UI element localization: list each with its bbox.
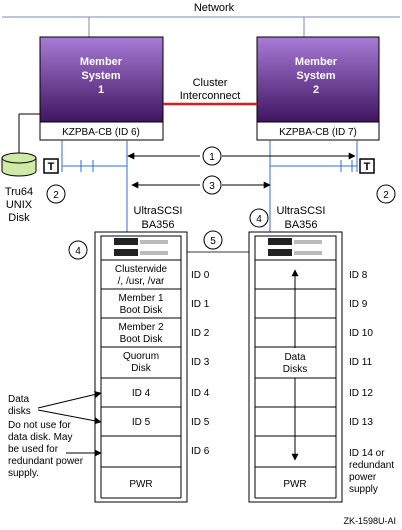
svg-text:4: 4 xyxy=(75,246,81,257)
cab2-id-13: ID 13 xyxy=(349,417,373,428)
slot-4-label: ID 4 xyxy=(132,388,151,399)
member-system-1: Member System 1 KZPBA-CB (ID 6) xyxy=(39,36,164,141)
interconnect-line2: Interconnect xyxy=(180,90,241,102)
data-disks-label-b: Disks xyxy=(283,364,307,375)
data-disks-pointer-2 xyxy=(37,409,102,425)
svg-text:4: 4 xyxy=(256,214,262,225)
terminator-left: T xyxy=(43,158,59,174)
cab2-id-14-d: supply xyxy=(349,484,378,495)
slot-3-label-b: Disk xyxy=(131,363,151,374)
callout-5: 5 xyxy=(203,230,223,250)
data-disks-pointer-1 xyxy=(37,391,102,409)
slot-0-label-a: Clusterwide xyxy=(115,264,168,275)
member1-line2: System xyxy=(81,70,120,82)
callout-1: 1 xyxy=(202,146,222,166)
svg-text:2: 2 xyxy=(383,190,389,201)
svg-text:5: 5 xyxy=(210,236,216,247)
member2-line2: System xyxy=(296,70,335,82)
svg-text:3: 3 xyxy=(209,181,215,192)
cab1-id-2: ID 2 xyxy=(191,328,210,339)
cabinet2-title1: UltraSCSI xyxy=(277,205,326,217)
scsi-cables xyxy=(61,140,358,240)
data-disks-label-a: Data xyxy=(284,352,306,363)
cabinet2-io-module xyxy=(268,238,292,245)
slot-2-label-b: Boot Disk xyxy=(120,334,164,345)
callout-3: 3 xyxy=(202,175,222,195)
cabinet2-pwr: PWR xyxy=(283,479,306,490)
member1-line1: Member xyxy=(80,56,123,68)
svg-text:1: 1 xyxy=(209,152,215,163)
cab2-id-8: ID 8 xyxy=(349,270,368,281)
member-system-2: Member System 2 KZPBA-CB (ID 7) xyxy=(256,36,380,141)
cab2-id-9: ID 9 xyxy=(349,299,368,310)
reserved-note-b: data disk. May xyxy=(8,432,72,443)
svg-text:2: 2 xyxy=(53,190,59,201)
reserved-note-a: Do not use for xyxy=(8,420,71,431)
network-label: Network xyxy=(194,2,235,14)
callout-4-left: 4 xyxy=(68,240,88,260)
svg-text:T: T xyxy=(364,161,371,173)
cabinet1-title2: BA356 xyxy=(141,219,174,231)
cab2-id-14-a: ID 14 or xyxy=(349,448,385,459)
reserved-note-d: redundant power xyxy=(8,456,84,467)
member2-adapter: KZPBA-CB (ID 7) xyxy=(279,127,357,138)
cab1-id-5: ID 5 xyxy=(191,417,210,428)
data-disks-note-b: disks xyxy=(8,406,31,417)
cabinet2-title2: BA356 xyxy=(284,219,317,231)
cab1-id-3: ID 3 xyxy=(191,357,210,368)
reserved-note-e: supply. xyxy=(8,468,39,479)
cab1-id-6: ID 6 xyxy=(191,446,210,457)
slot-1-label-a: Member 1 xyxy=(118,293,163,304)
reserved-note-c: be used for xyxy=(8,444,59,455)
slot-2-label-a: Member 2 xyxy=(118,322,163,333)
slot-1-label-b: Boot Disk xyxy=(120,305,164,316)
cab2-id-14-c: power xyxy=(349,472,377,483)
member2-line3: 2 xyxy=(313,84,319,96)
callout-4-right: 4 xyxy=(249,208,269,228)
cab1-id-1: ID 1 xyxy=(191,299,210,310)
member1-adapter: KZPBA-CB (ID 6) xyxy=(62,127,140,138)
cabinet1-title1: UltraSCSI xyxy=(134,205,183,217)
cab2-id-11: ID 11 xyxy=(349,357,373,368)
callout-2-right: 2 xyxy=(376,184,396,204)
tru64-unix-disk: Tru64 UNIX Disk xyxy=(1,113,40,224)
cabinet1-pwr: PWR xyxy=(129,479,152,490)
disk-line1: Tru64 xyxy=(5,186,33,198)
disk-line2: UNIX xyxy=(6,199,33,211)
interconnect-line1: Cluster xyxy=(193,77,228,89)
cab2-id-12: ID 12 xyxy=(349,388,373,399)
slot-3-label-a: Quorum xyxy=(123,351,159,362)
cabinet1-io-module xyxy=(114,238,138,245)
figure-id: ZK-1598U-AI xyxy=(343,516,396,526)
terminator-right: T xyxy=(359,158,375,174)
callout-2-left: 2 xyxy=(46,184,66,204)
disk-line3: Disk xyxy=(8,212,30,224)
cab1-id-4: ID 4 xyxy=(191,388,210,399)
cab2-id-14-b: redundant xyxy=(349,460,394,471)
cab1-id-0: ID 0 xyxy=(191,270,210,281)
member1-line3: 1 xyxy=(98,84,104,96)
slot-5-label: ID 5 xyxy=(132,417,151,428)
data-disks-note-a: Data xyxy=(8,394,30,405)
svg-text:T: T xyxy=(48,161,55,173)
cabinet-1 xyxy=(94,231,188,503)
slot-0-label-b: /, /usr, /var xyxy=(118,276,165,287)
cab2-id-10: ID 10 xyxy=(349,328,373,339)
member2-line1: Member xyxy=(295,56,338,68)
